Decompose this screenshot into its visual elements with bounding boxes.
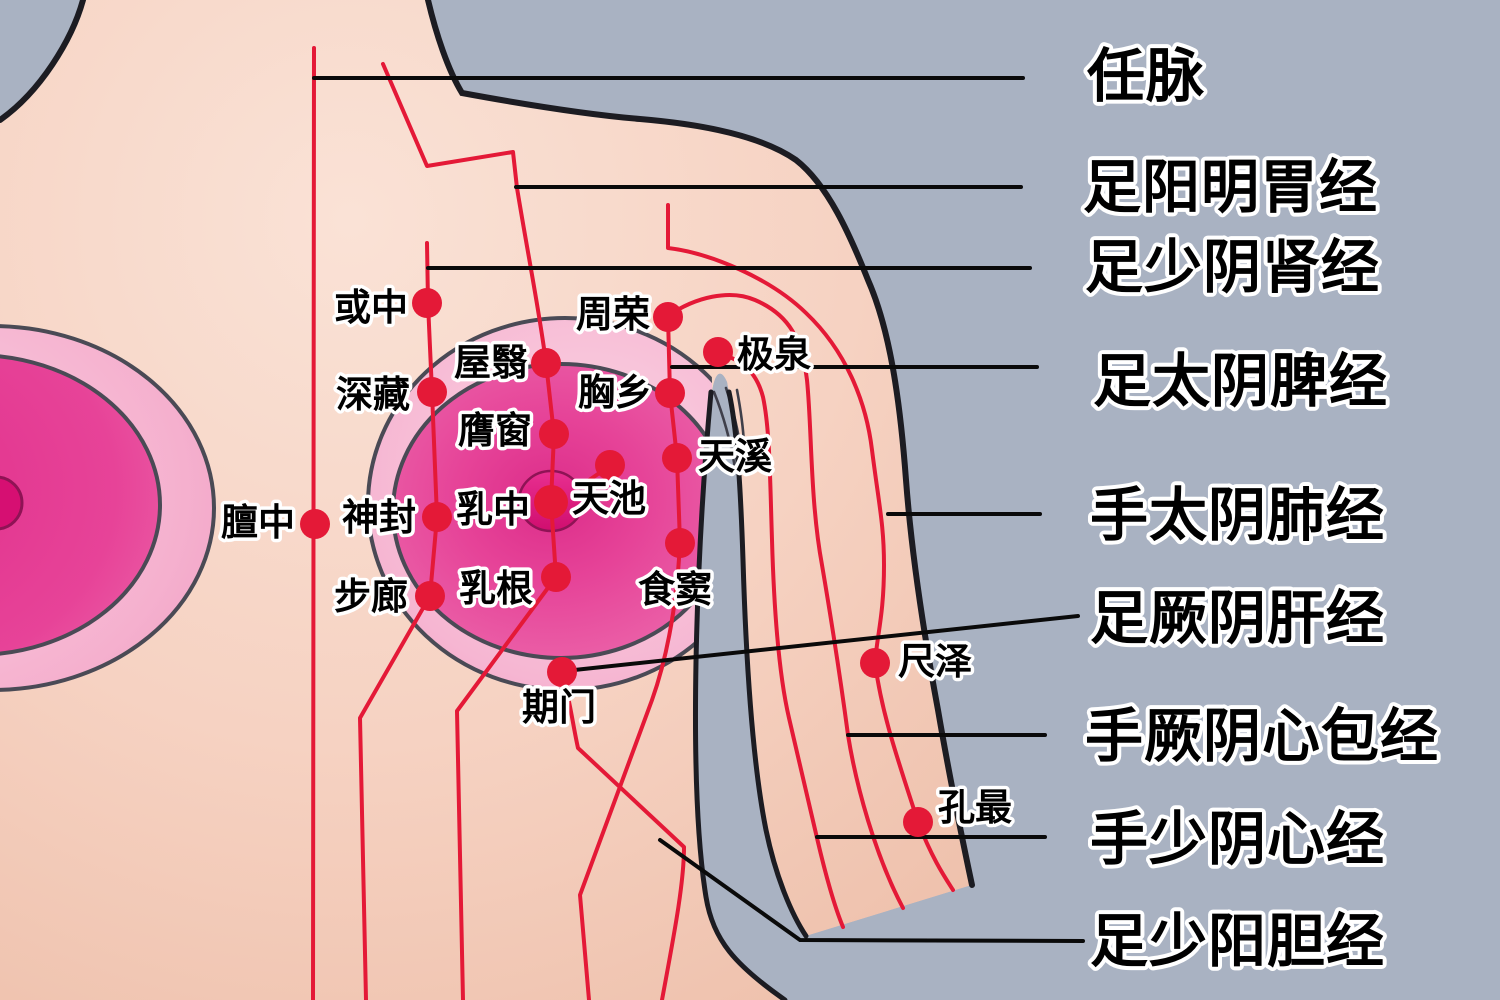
dot-ruzhong <box>534 485 568 519</box>
dot-xiongxiang <box>655 378 685 408</box>
dot-tianchi <box>595 450 625 480</box>
body-outlines <box>0 0 975 1000</box>
meridian-labels: 任脉 足阳明胃经 足少阴肾经 足太阴脾经 手太阴肺经 足厥阴肝经 手厥阴心包经 … <box>1079 38 1442 979</box>
label-shidou: 食窦 <box>638 568 712 611</box>
dot-qimen <box>547 657 577 687</box>
label-xiongxiang: 胸乡 <box>578 371 652 414</box>
torso-side-outline <box>692 389 788 1000</box>
pericardium-meridian-line <box>666 293 905 910</box>
liver-meridian-line <box>560 670 686 1000</box>
label-jiquan: 极泉 <box>737 333 811 376</box>
label-stomach: 足阳明胃经 <box>1083 153 1378 221</box>
label-gallbladder: 足少阳胆经 <box>1090 907 1385 975</box>
pointer-gallbladder <box>658 838 1085 943</box>
label-pointer-lines <box>312 76 1085 943</box>
label-pericardium: 手厥阴心包经 <box>1085 702 1439 770</box>
label-ruzhong: 乳中 <box>456 488 530 531</box>
dot-rugen <box>541 562 571 592</box>
label-chize: 尺泽 <box>898 640 972 683</box>
inner-arm-outline <box>726 389 809 939</box>
label-zhourong: 周荣 <box>576 293 650 336</box>
dot-wuyi <box>531 348 561 378</box>
label-shenfeng: 神封 <box>342 496 416 539</box>
label-yuzhong: 或中 <box>334 286 408 329</box>
dot-zhourong <box>653 302 683 332</box>
label-spleen: 足太阴脾经 <box>1093 347 1388 415</box>
dot-jiquan <box>703 337 733 367</box>
dot-shencang <box>417 377 447 407</box>
label-qimen: 期门 <box>522 686 596 729</box>
lung-meridian-line <box>666 203 955 892</box>
dot-shidou <box>665 528 695 558</box>
label-bulang: 步廊 <box>334 575 408 618</box>
acupoint-dots <box>300 288 933 837</box>
dot-yuzhong <box>412 288 442 318</box>
label-heart: 手少阴心经 <box>1090 805 1385 873</box>
label-danzhong: 膻中 <box>221 501 295 544</box>
left-nipple <box>0 475 24 531</box>
dot-bulang <box>415 581 445 611</box>
label-liver: 足厥阴肝经 <box>1090 584 1385 652</box>
dot-kongzui <box>903 807 933 837</box>
left-breast <box>0 324 216 692</box>
label-tianchi: 天池 <box>572 477 646 520</box>
label-lung: 手太阴肺经 <box>1090 481 1385 549</box>
label-tianxi: 天溪 <box>698 435 772 478</box>
dot-yingchuang <box>539 419 569 449</box>
label-kongzui: 孔最 <box>938 786 1012 829</box>
shoulder-arm-outline <box>425 0 975 888</box>
dot-tianxi <box>662 443 692 473</box>
label-ren-mai: 任脉 <box>1087 42 1205 110</box>
dot-chize <box>860 648 890 678</box>
label-yingchuang: 膺窗 <box>458 409 532 452</box>
armpit-gap <box>695 373 1000 1000</box>
dot-danzhong <box>300 509 330 539</box>
left-breast-mound <box>0 353 162 657</box>
label-shencang: 深藏 <box>336 373 410 416</box>
label-kidney: 足少阴肾经 <box>1085 233 1380 301</box>
neck-left-outline <box>0 0 86 123</box>
label-wuyi: 屋翳 <box>454 341 528 384</box>
acupoint-labels: 或中 深藏 屋翳 膺窗 周荣 极泉 胸乡 天溪 天池 膻中 神封 乳中 步廊 乳… <box>218 283 1016 833</box>
label-rugen: 乳根 <box>459 567 533 610</box>
dot-shenfeng <box>422 502 452 532</box>
pointer-liver <box>563 614 1080 673</box>
